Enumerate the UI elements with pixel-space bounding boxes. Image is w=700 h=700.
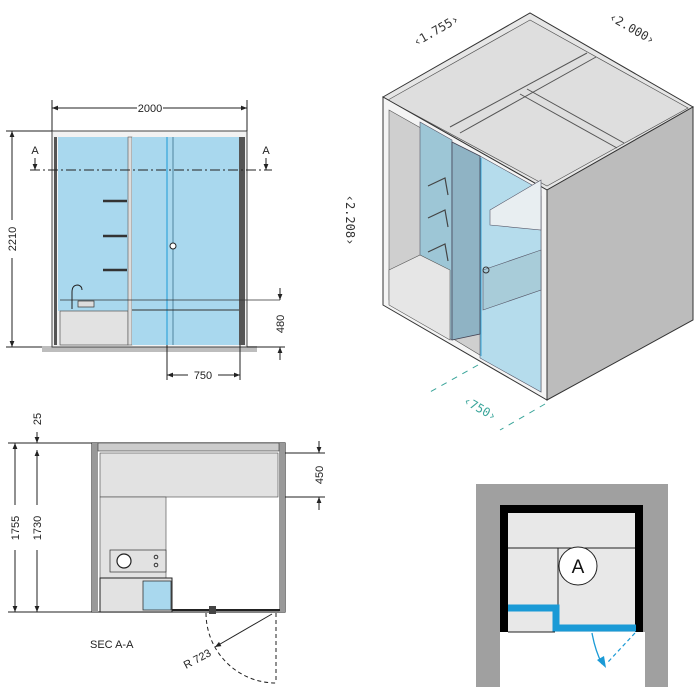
door-swing-arc [205,612,277,684]
section-title: SEC A-A [90,639,134,651]
right-post [239,137,245,345]
door-radius-label: R 723 [182,647,214,671]
key-plan: A [476,484,668,687]
upper-bench-iso [489,179,542,231]
glass-wall-outline [508,604,636,632]
width-dimension-label: 2000 [138,103,162,115]
key-plan-marker: A [572,557,585,578]
depth-inner-label: 1730 [32,516,44,540]
iso-door-label: ‹750› [461,393,499,423]
glass-partition [142,580,172,611]
door-hinge [209,606,216,614]
upper-bench [99,452,279,498]
glass-panel-left [58,137,128,311]
right-wall [279,443,285,612]
door-dimension-lines [429,364,546,431]
faucet-icon [71,284,83,309]
iso-depth-label: ‹1.755› [411,12,462,49]
shelves-iso [427,177,449,262]
tap-icon [153,554,159,560]
iso-height-label: ‹2.208› [343,195,357,246]
wall-thickness-label: 25 [32,413,44,425]
section-marker-left: A [31,145,39,157]
floor [42,346,257,352]
bench-depth-label: 450 [314,466,326,484]
depth-outer-label: 1755 [10,516,22,540]
door-post-iso [451,141,481,341]
isometric-view [381,12,695,431]
glass-door-panel [132,137,239,345]
seat-height-label: 480 [275,315,287,333]
tap-icon [153,562,159,568]
bench-iso [388,254,451,341]
left-wall [92,443,98,612]
bench-base [59,310,129,346]
sink [77,300,95,308]
door-width-label: 750 [194,370,212,382]
left-post [54,137,57,345]
section-marker-right: A [262,145,270,157]
front-elevation: 2000 2210 A A 480 750 [6,100,287,382]
height-dimension-label: 2210 [7,227,19,251]
back-wall [97,442,280,452]
section-plan: R 723 SEC A-A 1755 1730 25 450 [8,413,326,684]
iso-width-label: ‹2.000› [607,10,658,47]
door-knob-icon [169,242,177,250]
divider-post [127,136,133,346]
sink-basin-icon [116,553,132,569]
marker-circle [558,546,598,586]
